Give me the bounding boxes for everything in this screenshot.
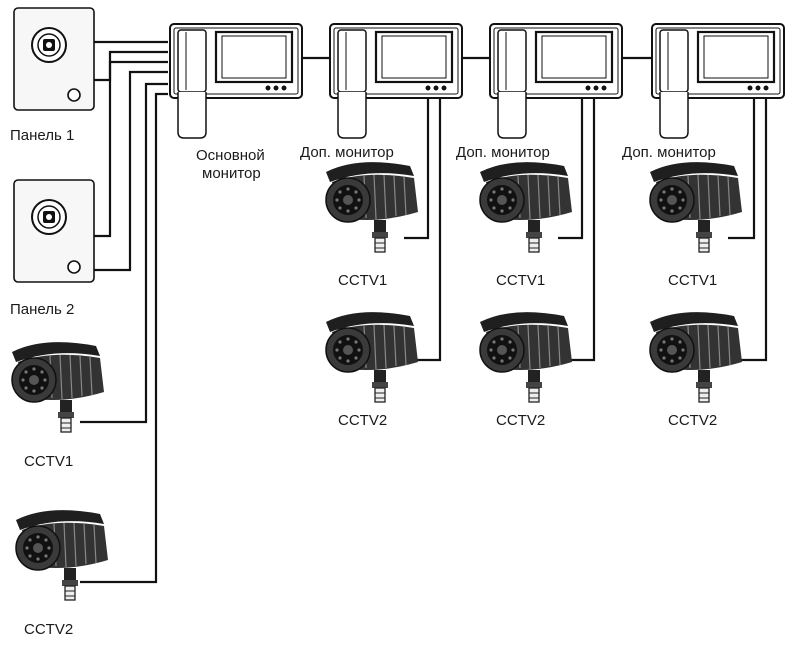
aux3-cctv2-label: CCTV2 — [668, 412, 717, 429]
door-panel-1: Панель 1 — [10, 7, 95, 144]
main-cctv1-label: CCTV1 — [24, 453, 73, 470]
aux-monitor-1-label: Доп. монитор — [300, 144, 394, 161]
camera-aux2-cctv1: CCTV1 — [479, 161, 573, 289]
aux-monitor-3-label: Доп. монитор — [622, 144, 716, 161]
panel-2-label: Панель 2 — [10, 301, 74, 318]
camera-aux1-cctv1: CCTV1 — [325, 161, 419, 289]
main-monitor-label-line2: монитор — [202, 165, 261, 182]
camera-aux3-cctv2: CCTV2 — [649, 311, 743, 429]
aux1-cctv1-label: CCTV1 — [338, 272, 387, 289]
main-monitor: Основной монитор — [168, 22, 304, 182]
door-panel-2: Панель 2 — [10, 179, 95, 318]
aux-monitor-1: Доп. монитор — [300, 22, 464, 161]
camera-aux2-cctv2: CCTV2 — [479, 311, 573, 429]
aux-monitor-2: Доп. монитор — [456, 22, 624, 161]
aux-monitor-3: Доп. монитор — [622, 22, 786, 161]
aux1-cctv2-label: CCTV2 — [338, 412, 387, 429]
aux-monitor-2-label: Доп. монитор — [456, 144, 550, 161]
camera-aux1-cctv2: CCTV2 — [325, 311, 419, 429]
camera-main-cctv1: CCTV1 — [11, 341, 105, 470]
main-cctv2-label: CCTV2 — [24, 621, 73, 638]
camera-aux3-cctv1: CCTV1 — [649, 161, 743, 289]
panel-1-label: Панель 1 — [10, 127, 74, 144]
main-monitor-label-line1: Основной — [196, 147, 265, 164]
aux3-cctv1-label: CCTV1 — [668, 272, 717, 289]
aux2-cctv2-label: CCTV2 — [496, 412, 545, 429]
aux2-cctv1-label: CCTV1 — [496, 272, 545, 289]
camera-main-cctv2: CCTV2 — [15, 509, 109, 638]
